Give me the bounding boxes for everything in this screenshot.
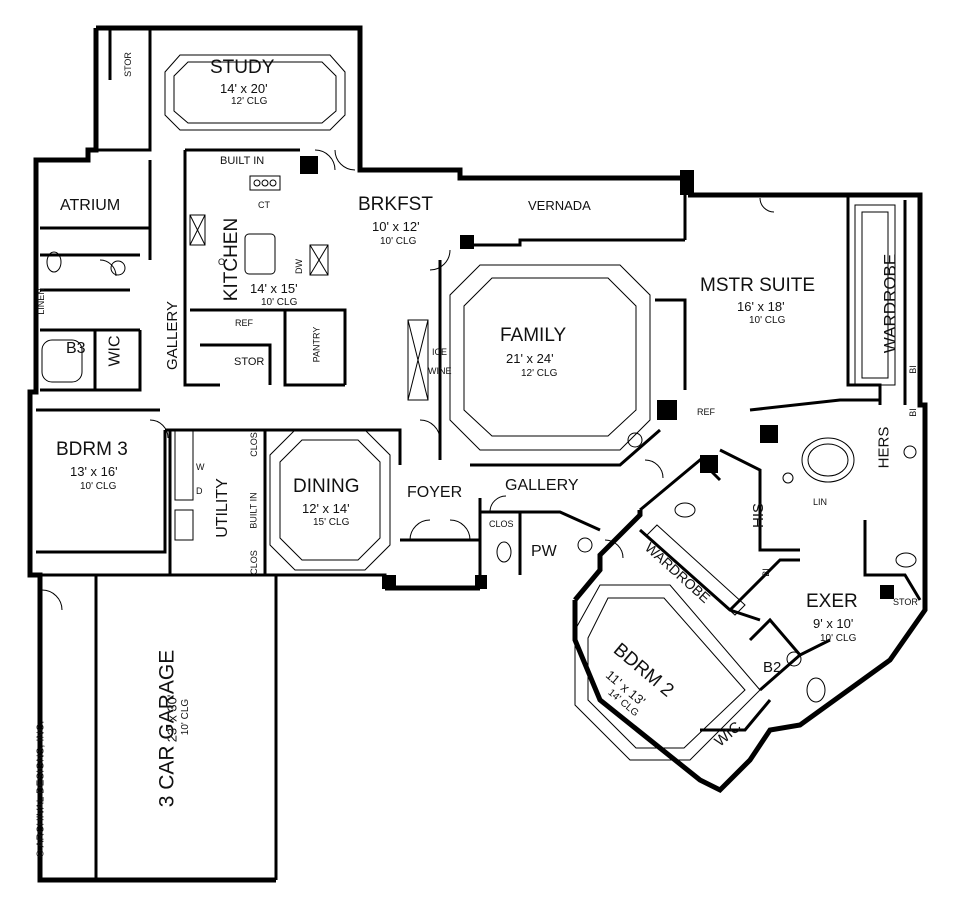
master-suite-ceiling: 10' CLG [749, 315, 786, 326]
verandah-name: VERNADA [528, 198, 591, 213]
built-in-lower-label: BI [907, 408, 918, 417]
dining-ceiling: 15' CLG [313, 517, 350, 528]
study-dimensions: 14' x 20' [220, 81, 268, 96]
washer-label: W [196, 462, 205, 472]
garage-dimensions: 23' x 30' [164, 694, 180, 743]
dining-closet-top-label: CLOS [248, 432, 259, 457]
study-ceiling: 12' CLG [231, 96, 268, 107]
copyright-notice: © ARCHIVAL DESIGNS, INC. [35, 720, 47, 858]
foyer-name: FOYER [407, 484, 463, 501]
built-in-upper-label: BI [907, 365, 918, 374]
linen-closet-master-label: LIN [813, 497, 828, 507]
exercise-room-dimensions: 9' x 10' [813, 616, 854, 631]
family-ceiling: 12' CLG [521, 368, 558, 379]
hers-closet-name: HERS [875, 426, 893, 469]
ceiling-trays [164, 54, 896, 761]
family-refrigerator-label: REF [697, 407, 715, 417]
kitchen-refrigerator-label: REF [235, 318, 253, 328]
breakfast-dimensions: 10' x 12' [372, 219, 420, 234]
kitchen-storage-label: STOR [234, 356, 265, 368]
pantry-label: PANTRY [311, 326, 322, 363]
ice-maker-label: ICE [432, 347, 448, 357]
atrium-name: ATRIUM [60, 197, 121, 214]
east-gallery-name: GALLERY [505, 477, 579, 494]
linen-closet-label: LINEN [35, 288, 46, 315]
wall-fills [300, 156, 894, 599]
gallery-closet-label: CLOS [489, 519, 514, 529]
study-name: STUDY [210, 57, 275, 78]
oven-label: O [218, 257, 226, 267]
exercise-storage-label: STOR [893, 597, 918, 607]
utility-name: UTILITY [213, 478, 231, 538]
dining-dimensions: 12' x 14' [302, 501, 350, 516]
garage-ceiling: 10' CLG [180, 698, 192, 736]
bdrm3-walk-in-closet-name: WIC [106, 335, 124, 367]
kitchen-dimensions: 14' x 15' [250, 281, 298, 296]
bedroom-3-name: BDRM 3 [56, 439, 128, 460]
master-wardrobe-name: WARDROBE [880, 253, 900, 354]
breakfast-ceiling: 10' CLG [380, 236, 417, 247]
dining-name: DINING [293, 476, 360, 497]
breakfast-name: BRKFST [358, 194, 433, 215]
master-suite-name: MSTR SUITE [700, 275, 816, 296]
powder-room-name: PW [531, 543, 557, 560]
dryer-label: D [196, 486, 203, 496]
his-closet-name: HIS [750, 502, 768, 529]
west-gallery-name: GALLERY [163, 301, 181, 370]
bath-2-name: B2 [763, 659, 782, 676]
bedroom-3-dimensions: 13' x 16' [70, 464, 118, 479]
exercise-room-ceiling: 10' CLG [820, 633, 857, 644]
kitchen-built-in-label: BUILT IN [220, 155, 265, 167]
bdrm2-built-in-label: BI [760, 568, 771, 577]
wine-cooler-label: WINE [428, 366, 452, 376]
fixtures-drawing [41, 175, 917, 703]
kitchen-ceiling: 10' CLG [261, 297, 298, 308]
master-suite-dimensions: 16' x 18' [737, 299, 785, 314]
family-dimensions: 21' x 24' [506, 351, 554, 366]
bath-3-name: B3 [66, 340, 86, 357]
dishwasher-label: DW [294, 259, 304, 274]
study-storage-label: STOR [122, 52, 133, 77]
exercise-room-name: EXER [806, 591, 858, 612]
dining-closet-bottom-label: CLOS [248, 550, 259, 575]
cooktop-label: CT [258, 200, 270, 210]
dining-built-in-label: BUILT IN [248, 492, 259, 529]
kitchen-name: KITCHEN [221, 217, 243, 302]
bedroom-3-ceiling: 10' CLG [80, 481, 117, 492]
family-name: FAMILY [500, 325, 567, 346]
exterior-walls [27, 25, 928, 883]
